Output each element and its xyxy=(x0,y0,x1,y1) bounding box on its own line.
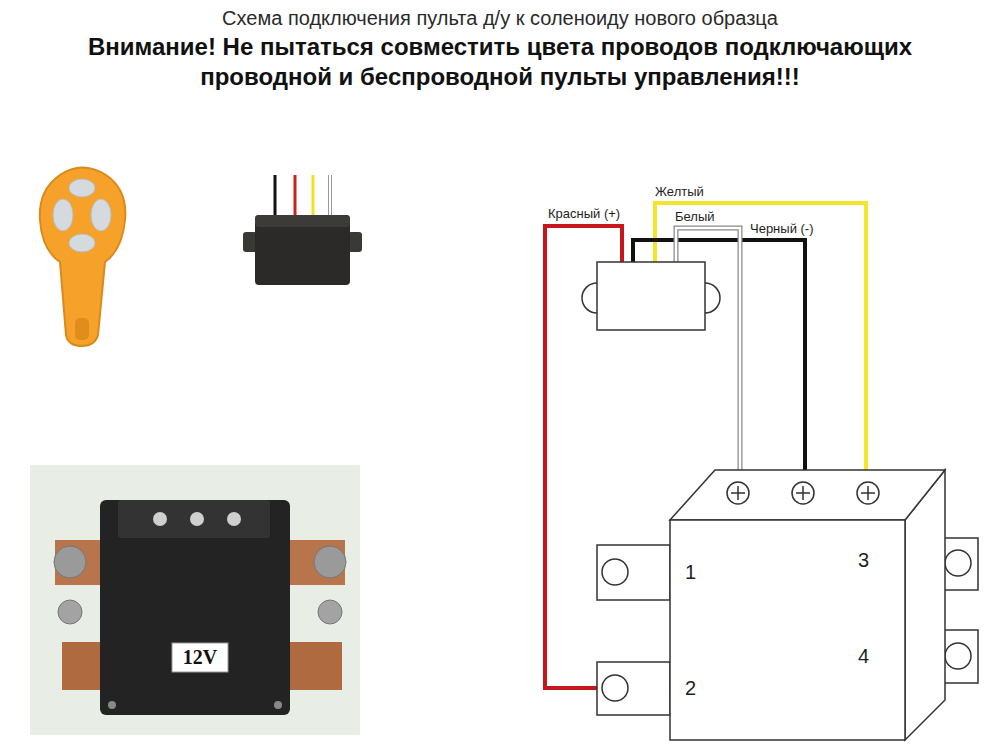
solenoid-photo xyxy=(190,512,204,526)
solenoid-photo xyxy=(100,500,290,715)
terminal-number: 2 xyxy=(685,676,696,700)
solenoid-photo xyxy=(30,465,360,735)
solenoid-schematic xyxy=(857,482,879,504)
receiver-module xyxy=(329,175,331,218)
solenoid-schematic xyxy=(602,559,628,585)
receiver-box xyxy=(582,262,720,330)
solenoid-photo xyxy=(108,701,116,709)
wire-label: Красный (+) xyxy=(548,206,620,222)
solenoid-schematic xyxy=(597,470,978,740)
solenoid-schematic xyxy=(945,550,971,576)
solenoid-photo xyxy=(58,600,82,624)
solenoid-schematic xyxy=(796,486,810,500)
remote-control xyxy=(69,179,95,197)
receiver-module xyxy=(255,215,350,227)
receiver-module xyxy=(294,175,297,218)
receiver-module xyxy=(255,215,350,285)
receiver-module xyxy=(328,175,332,218)
solenoid-photo xyxy=(227,512,241,526)
solenoid-schematic xyxy=(861,486,875,500)
receiver-box xyxy=(597,262,705,330)
solenoid-photo xyxy=(318,600,342,624)
receiver-module xyxy=(312,175,315,218)
remote-control xyxy=(53,199,73,231)
solenoid-schematic xyxy=(727,482,749,504)
solenoid-schematic xyxy=(597,545,670,600)
solenoid-photo xyxy=(118,500,270,538)
solenoid-photo xyxy=(54,546,86,578)
solenoid-photo xyxy=(314,546,346,578)
solenoid-schematic xyxy=(597,662,670,715)
solenoid-photo xyxy=(274,701,282,709)
voltage-label: 12V xyxy=(172,645,228,669)
remote-control xyxy=(40,168,126,347)
receiver-module xyxy=(274,175,277,218)
remote-control xyxy=(91,199,111,231)
solenoid-photo xyxy=(153,512,167,526)
terminal-number: 4 xyxy=(858,644,869,668)
remote-control xyxy=(69,234,95,252)
wire-label: Белый xyxy=(675,209,715,225)
receiver-module xyxy=(243,175,362,285)
solenoid-schematic xyxy=(670,470,945,520)
wire-label: Черный (-) xyxy=(750,221,814,237)
wire-label: Желтый xyxy=(655,184,704,200)
remote-control xyxy=(75,318,89,340)
terminal-number: 3 xyxy=(858,548,869,572)
solenoid-photo xyxy=(30,465,360,735)
solenoid-schematic xyxy=(670,520,905,740)
receiver-box xyxy=(582,283,597,313)
receiver-module xyxy=(348,232,362,252)
terminal-number: 1 xyxy=(685,560,696,584)
warning-note: Внимание! Не пытаться совместить цвета п… xyxy=(20,32,980,92)
wiring xyxy=(655,203,866,482)
remote-control xyxy=(40,168,126,347)
page-title: Схема подключения пульта д/у к соленоиду… xyxy=(0,6,1000,30)
solenoid-schematic xyxy=(945,643,971,669)
solenoid-schematic xyxy=(792,482,814,504)
receiver-module xyxy=(243,232,257,252)
solenoid-schematic xyxy=(731,486,745,500)
solenoid-photo xyxy=(172,643,228,672)
receiver-box xyxy=(705,283,720,313)
solenoid-schematic xyxy=(602,675,628,701)
